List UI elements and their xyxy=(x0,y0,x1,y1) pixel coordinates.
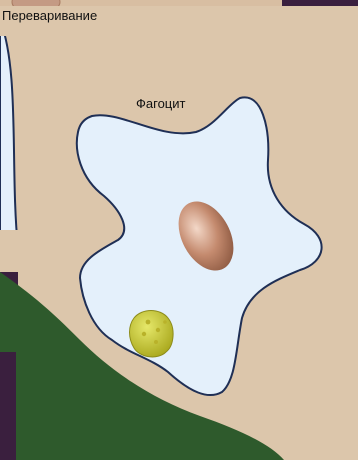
phagocyte-label: Фагоцит xyxy=(136,96,185,111)
ingested-particle xyxy=(130,311,174,357)
window-title: Переваривание xyxy=(2,8,97,23)
